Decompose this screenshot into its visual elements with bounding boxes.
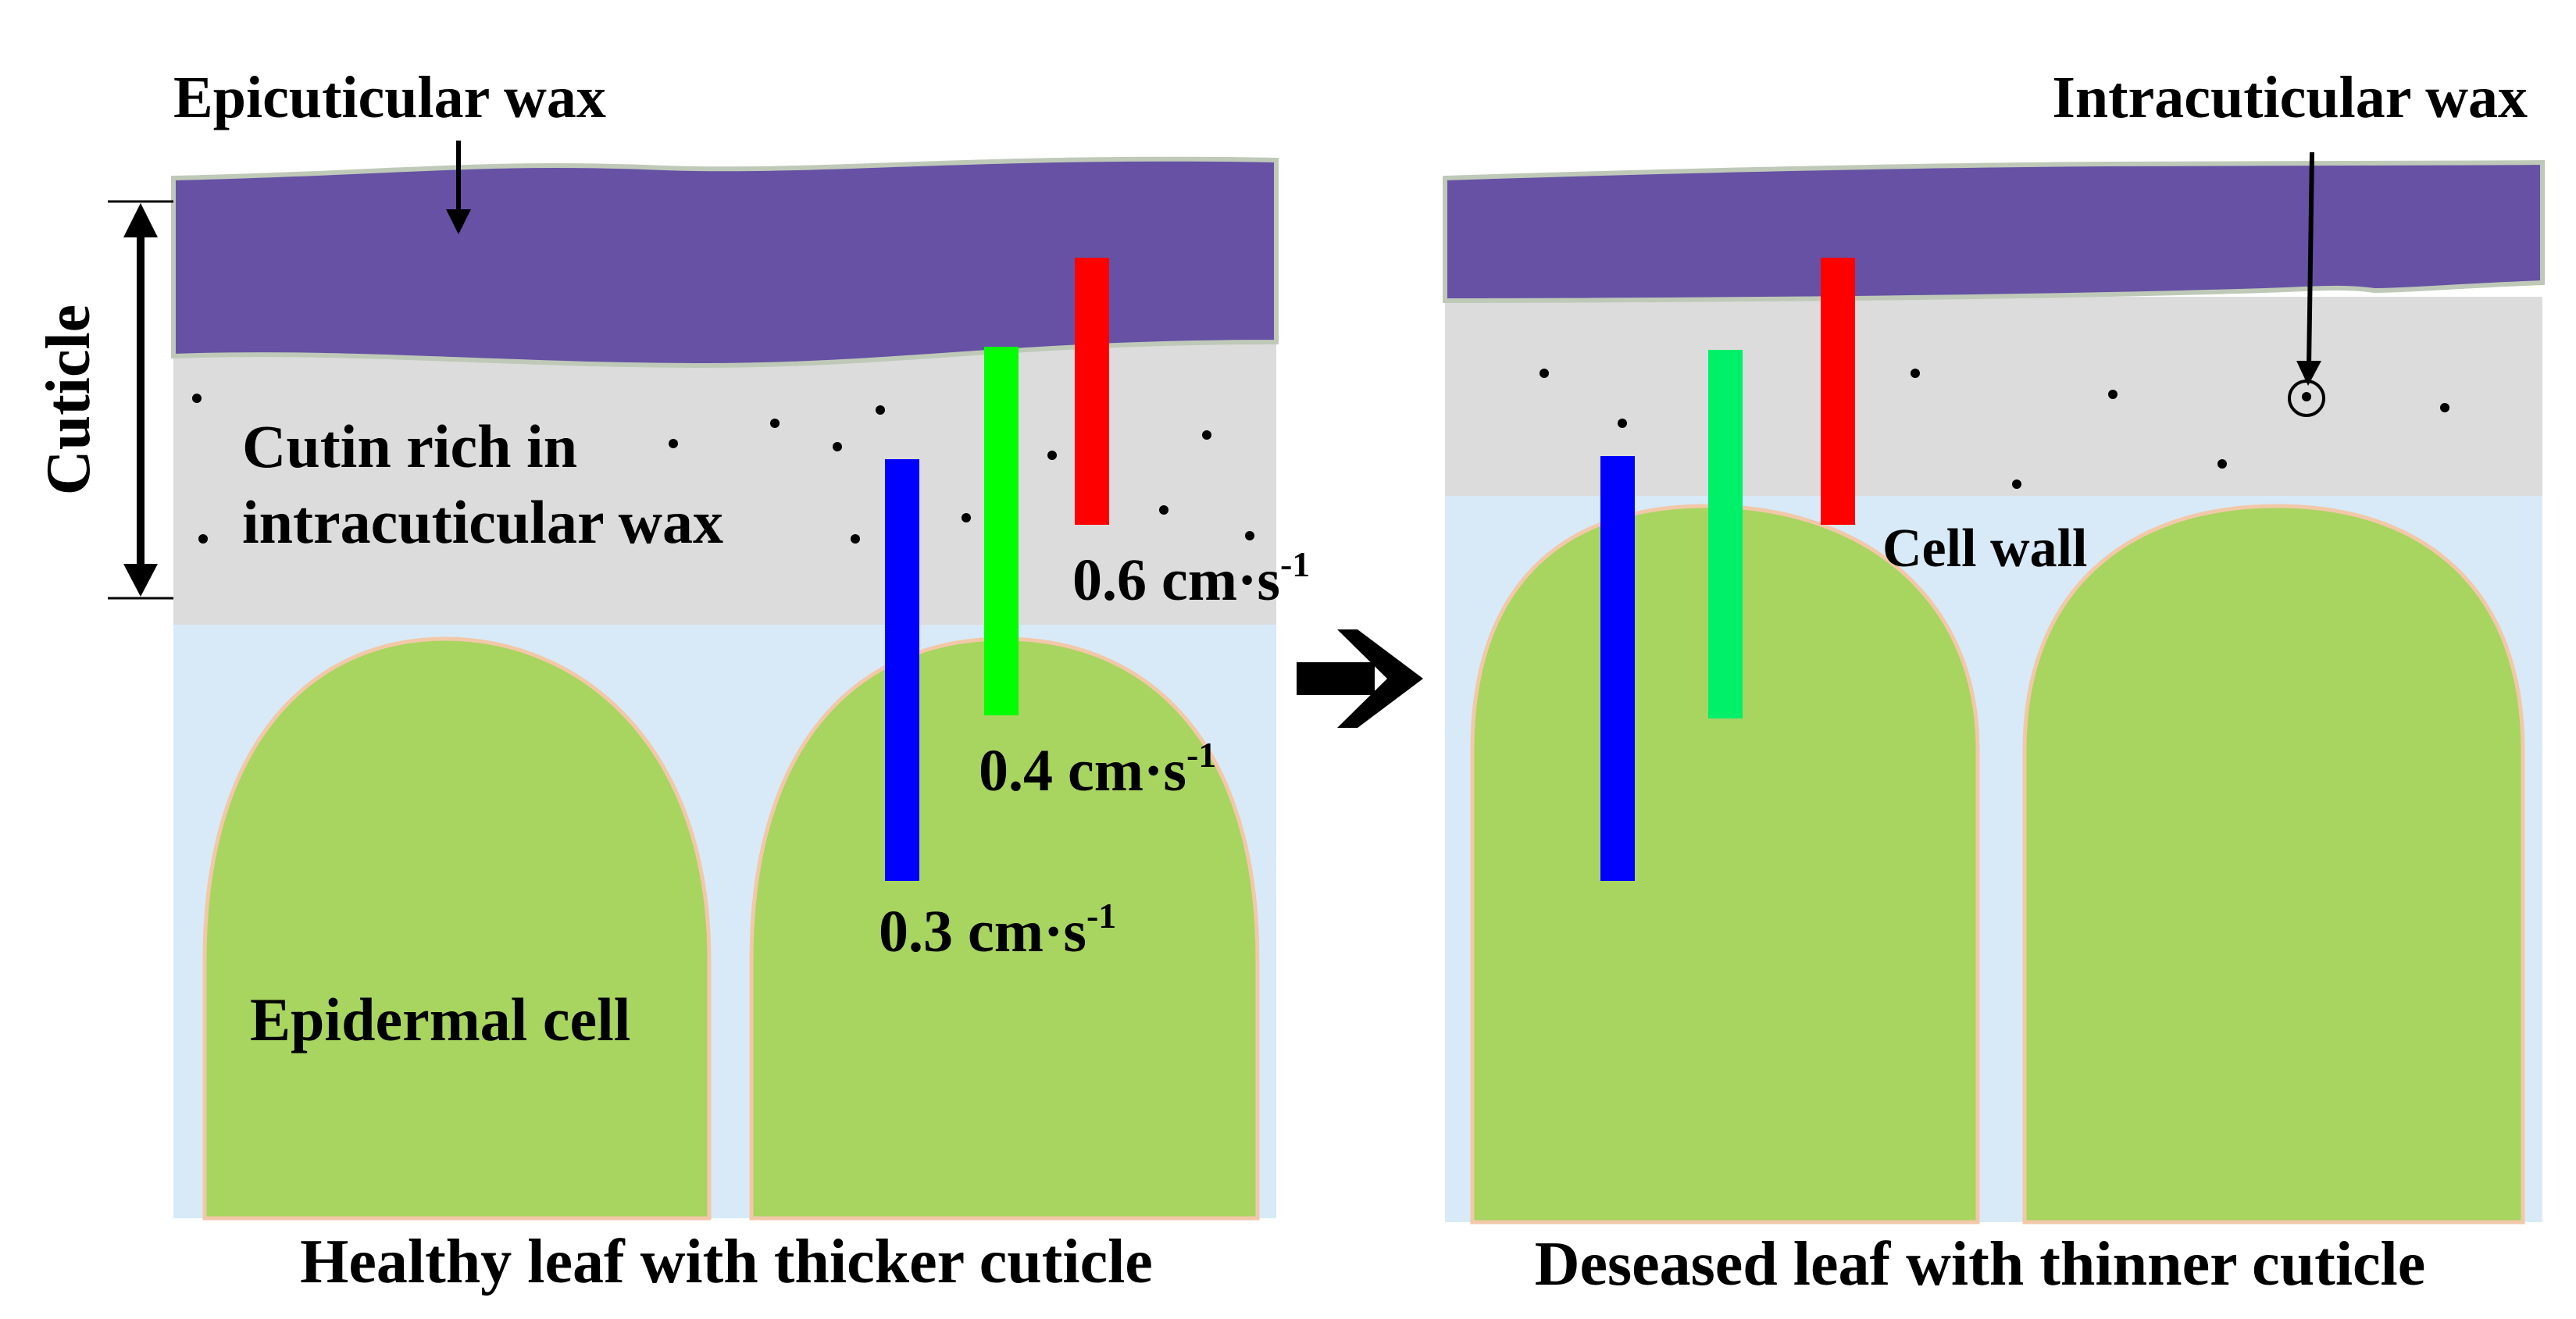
- right-epidermal-cell-2: [2022, 504, 2525, 1225]
- wax-dot: [1618, 419, 1627, 428]
- wax-dot: [192, 394, 202, 403]
- wax-dot: [2302, 392, 2311, 401]
- rate-label-green: 0.4 cm·s-1: [979, 735, 1216, 804]
- left-green-bar: [984, 347, 1019, 715]
- right-epidermal-cell-1: [1470, 504, 1980, 1225]
- rate-exponent-blue: -1: [1086, 896, 1116, 936]
- right-intracuticular-wax-dots: [1540, 369, 2449, 489]
- left-blue-bar: [885, 459, 919, 881]
- wax-dot: [2217, 459, 2227, 469]
- rate-label-red: 0.6 cm·s-1: [1072, 544, 1310, 613]
- rate-exponent-green: -1: [1186, 735, 1216, 775]
- left-panel: [108, 141, 1279, 1221]
- rate-value-green: 0.4 cm·s: [979, 738, 1186, 804]
- epicuticular-wax-arrowhead: [446, 209, 471, 234]
- wax-dot: [1047, 451, 1057, 460]
- caption-healthy-leaf: Healthy leaf with thicker cuticle: [300, 1228, 1153, 1296]
- wax-dot: [1202, 430, 1211, 440]
- cuticle-bracket-arrow-down: [123, 564, 158, 597]
- wax-dot: [833, 442, 842, 451]
- label-cutin-line-2: intracuticular wax: [242, 488, 723, 556]
- rate-value-red: 0.6 cm·s: [1072, 547, 1280, 613]
- right-blue-bar: [1600, 456, 1635, 881]
- intracuticular-wax-arrow: [2307, 152, 2314, 368]
- wax-dot: [1159, 505, 1168, 515]
- label-intracuticular-wax: Intracuticular wax: [2052, 65, 2528, 130]
- right-red-bar: [1821, 258, 1855, 525]
- right-epicuticular-wax-layer: [1443, 159, 2545, 304]
- wax-dot: [198, 534, 208, 544]
- wax-dot: [669, 439, 678, 448]
- transition-arrow-shaft: [1297, 662, 1375, 695]
- wax-dot: [2108, 390, 2118, 399]
- label-cell-wall: Cell wall: [1882, 519, 2087, 579]
- rate-label-blue: 0.3 cm·s-1: [879, 896, 1116, 964]
- label-cuticle: Cuticle: [34, 305, 103, 495]
- wax-dot: [2440, 403, 2449, 412]
- label-epicuticular-wax: Epicuticular wax: [173, 65, 606, 130]
- label-cutin-line-1: Cutin rich in: [242, 412, 577, 480]
- left-epicuticular-wax-layer: [171, 156, 1279, 369]
- cuticle-bracket: [108, 200, 173, 600]
- left-red-bar: [1075, 258, 1109, 525]
- label-epidermal-cell: Epidermal cell: [250, 986, 630, 1053]
- right-green-bar: [1708, 350, 1743, 718]
- wax-dot: [1245, 531, 1254, 540]
- wax-dot: [1540, 369, 1549, 378]
- wax-dot: [1911, 369, 1920, 378]
- left-intracuticular-wax-dots: [192, 394, 1254, 544]
- caption-diseased-leaf: Deseased leaf with thinner cuticle: [1535, 1230, 2426, 1299]
- wax-dot: [2012, 479, 2021, 489]
- right-panel: [1443, 152, 2545, 1225]
- intracuticular-wax-arrowhead: [2296, 361, 2321, 386]
- cuticle-bracket-arrow-up: [123, 203, 158, 237]
- transition-arrow-head: [1337, 629, 1423, 728]
- wax-dot: [876, 405, 885, 415]
- transition-arrow-icon: [1297, 629, 1423, 728]
- rate-value-blue: 0.3 cm·s: [879, 899, 1086, 964]
- wax-dot: [851, 534, 860, 544]
- wax-dot: [770, 419, 780, 428]
- rate-exponent-red: -1: [1280, 544, 1310, 584]
- wax-dot: [962, 513, 971, 522]
- left-epidermal-cell-1: [202, 636, 712, 1221]
